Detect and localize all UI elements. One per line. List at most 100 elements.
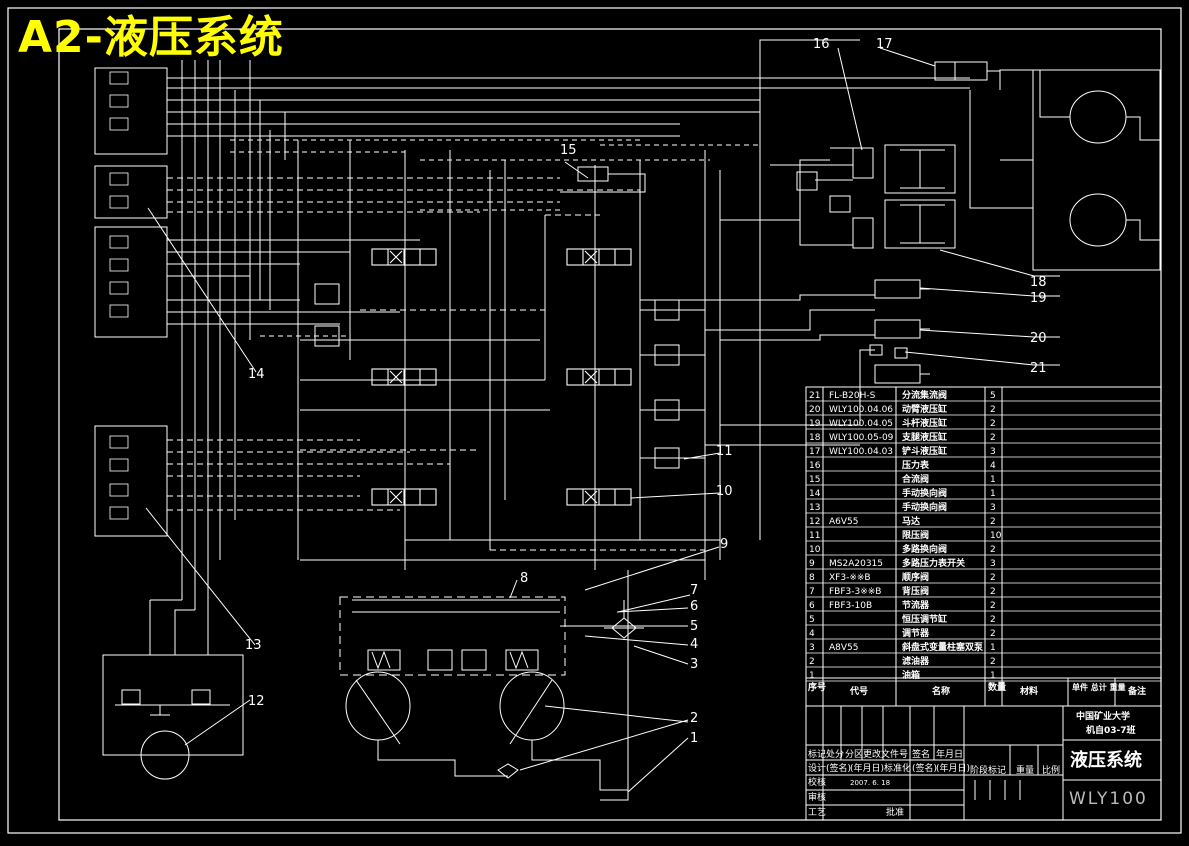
bom-cell-qty: 4 bbox=[990, 461, 996, 471]
bom-cell-qty: 5 bbox=[990, 391, 996, 401]
bom-cell-qty: 2 bbox=[990, 629, 996, 639]
bom-cell-code: A6V55 bbox=[829, 517, 859, 527]
callout-7: 7 bbox=[690, 583, 698, 598]
callout-19: 19 bbox=[1030, 291, 1047, 306]
bom-cell-no: 18 bbox=[809, 433, 821, 443]
callout-8: 8 bbox=[520, 571, 528, 586]
bom-cell-name: 铲斗液压缸 bbox=[902, 445, 947, 457]
bom-header-material: 材料 bbox=[1019, 685, 1038, 697]
bom-cell-qty: 3 bbox=[990, 559, 996, 569]
bom-cell-no: 2 bbox=[809, 657, 815, 667]
bom-header-name: 名称 bbox=[932, 685, 950, 697]
callout-15: 15 bbox=[560, 143, 577, 158]
bom-cell-name: 滤油器 bbox=[902, 655, 930, 667]
bom-cell-name: 多路换向阀 bbox=[902, 543, 947, 555]
bom-cell-qty: 10 bbox=[990, 531, 1002, 541]
bom-cell-name: 多路压力表开关 bbox=[902, 557, 965, 569]
bom-cell-no: 4 bbox=[809, 629, 815, 639]
bom-cell-qty: 2 bbox=[990, 601, 996, 611]
bom-cell-name: 调节器 bbox=[902, 627, 930, 639]
bom-cell-no: 5 bbox=[809, 615, 815, 625]
bom-cell-no: 11 bbox=[809, 531, 820, 541]
bom-cell-no: 6 bbox=[809, 601, 815, 611]
standard-sign: (签名) bbox=[912, 762, 937, 774]
rev-sign: 签名 bbox=[912, 748, 930, 760]
bom-cell-code: MS2A20315 bbox=[829, 559, 883, 569]
bom-cell-no: 20 bbox=[809, 405, 821, 415]
bom-cell-qty: 1 bbox=[990, 489, 996, 499]
bom-cell-no: 3 bbox=[809, 643, 815, 653]
bom-cell-name: 合流阀 bbox=[902, 473, 929, 485]
bom-cell-qty: 3 bbox=[990, 503, 996, 513]
bom-cell-qty: 2 bbox=[990, 615, 996, 625]
drawing-number: WLY100 bbox=[1069, 789, 1148, 809]
rev-date: 年月日 bbox=[936, 748, 963, 760]
bom-cell-name: 压力表 bbox=[902, 459, 930, 471]
bom-cell-no: 14 bbox=[809, 489, 821, 499]
callout-6: 6 bbox=[690, 599, 698, 614]
bom-cell-code: FL-B20H-S bbox=[829, 391, 876, 401]
bom-cell-no: 21 bbox=[809, 391, 820, 401]
bom-cell-code: WLY100.05-09 bbox=[829, 433, 894, 443]
bom-cell-name: 节流器 bbox=[902, 599, 930, 611]
designer-date: (年月日) bbox=[850, 762, 884, 774]
bom-table bbox=[805, 386, 1162, 821]
callout-3: 3 bbox=[690, 657, 698, 672]
callout-21: 21 bbox=[1030, 361, 1047, 376]
callout-13: 13 bbox=[245, 638, 262, 653]
callout-17: 17 bbox=[876, 37, 893, 52]
circuit-lines bbox=[94, 39, 1161, 801]
bom-cell-no: 10 bbox=[809, 545, 821, 555]
bom-cell-qty: 1 bbox=[990, 475, 996, 485]
callout-11: 11 bbox=[716, 444, 733, 459]
bom-cell-name: 分流集流阀 bbox=[902, 389, 947, 401]
bom-header-weight: 单件 总计 重量 bbox=[1072, 682, 1126, 692]
bom-cell-name: 斜盘式变量柱塞双泵 bbox=[901, 641, 984, 653]
standard-label: 标准化 bbox=[884, 762, 911, 774]
callout-2: 2 bbox=[690, 711, 698, 726]
approve-label: 批准 bbox=[886, 806, 904, 818]
rev-mark: 标记 bbox=[808, 748, 826, 760]
bom-cell-no: 7 bbox=[809, 587, 815, 597]
bom-cell-name: 手动换向阀 bbox=[902, 487, 947, 499]
bom-cell-no: 1 bbox=[809, 671, 815, 681]
bom-cell-code: A8V55 bbox=[829, 643, 859, 653]
bom-cell-code: XF3-※※B bbox=[829, 573, 871, 583]
check-label: 校核 bbox=[808, 776, 826, 788]
bom-cell-qty: 2 bbox=[990, 419, 996, 429]
callout-5: 5 bbox=[690, 619, 698, 634]
bom-cell-qty: 1 bbox=[990, 643, 996, 653]
bom-header-qty: 数量 bbox=[988, 681, 1006, 693]
bom-header-remark: 备注 bbox=[1127, 685, 1146, 697]
callout-9: 9 bbox=[720, 537, 728, 552]
callout-4: 4 bbox=[690, 637, 698, 652]
designer-sign: (签名) bbox=[826, 762, 851, 774]
bom-cell-qty: 2 bbox=[990, 587, 996, 597]
outer-border bbox=[7, 7, 1182, 834]
callout-14: 14 bbox=[248, 367, 265, 382]
bom-cell-qty: 2 bbox=[990, 545, 996, 555]
bom-cell-no: 17 bbox=[809, 447, 820, 457]
bom-cell-qty: 2 bbox=[990, 657, 996, 667]
rev-zone: 分区 bbox=[845, 749, 863, 760]
callout-1: 1 bbox=[690, 731, 698, 746]
bom-cell-qty: 2 bbox=[990, 405, 996, 415]
bom-cell-code: WLY100.04.03 bbox=[829, 447, 893, 457]
bom-cell-no: 8 bbox=[809, 573, 815, 583]
bom-cell-qty: 3 bbox=[990, 447, 996, 457]
bom-cell-code: FBF3-10B bbox=[829, 601, 872, 611]
bom-cell-no: 13 bbox=[809, 503, 820, 513]
bom-cell-no: 16 bbox=[809, 461, 821, 471]
bom-cell-name: 油箱 bbox=[902, 669, 920, 681]
bom-cell-name: 马达 bbox=[902, 515, 920, 527]
bom-header-no: 序号 bbox=[808, 681, 826, 693]
rev-count: 处分 bbox=[826, 748, 844, 760]
bom-cell-name: 限压阀 bbox=[902, 529, 929, 541]
process-label: 工艺 bbox=[808, 807, 826, 818]
bom-cell-name: 斗杆液压缸 bbox=[902, 417, 947, 429]
title-block: 中国矿业大学 机自03-7班 液压系统 WLY100 标记 处分 分区 更改文件… bbox=[808, 681, 1148, 818]
drawing-name: 液压系统 bbox=[1070, 749, 1142, 771]
bom-cell-qty: 2 bbox=[990, 573, 996, 583]
